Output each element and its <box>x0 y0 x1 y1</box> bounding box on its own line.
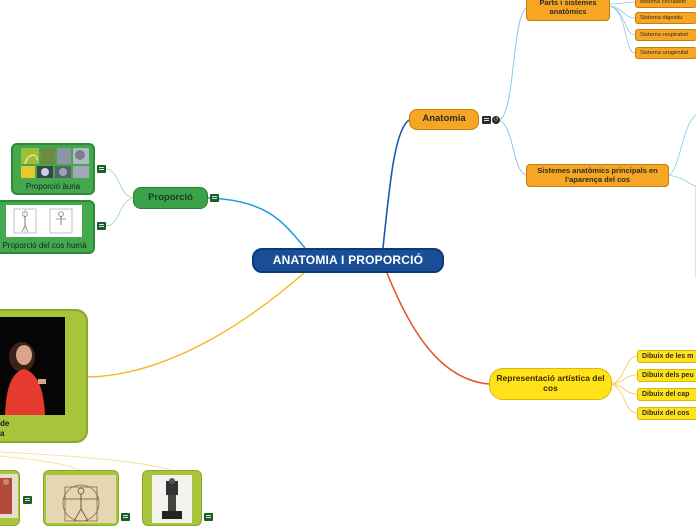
video-caption-line2: a <box>0 429 5 438</box>
leaf-dibuix-mans[interactable]: Dibuix de les m <box>637 350 696 363</box>
caption-proporcio-auria: Proporció àuria <box>25 182 81 191</box>
video-node[interactable]: de a <box>0 309 88 443</box>
topic-representacio-artistica[interactable]: Representació artística del cos <box>489 368 612 400</box>
video-caption-line1: de <box>0 419 10 428</box>
subtopic-parts-sistemes[interactable]: Parts i sistemes anatòmics <box>526 0 610 21</box>
note-icon[interactable] <box>204 513 213 521</box>
link-icon[interactable]: ↺ <box>492 116 500 124</box>
leaf-dibuix-cap[interactable]: Dibuix del cap <box>637 388 696 401</box>
note-icon[interactable] <box>121 513 130 521</box>
leaf-dibuix-cos[interactable]: Dibuix del cos <box>637 407 696 420</box>
leaf-sistema-respiratori[interactable]: Sistema respiratori <box>635 29 696 41</box>
body-proportion-sketch <box>6 205 82 237</box>
image-node-proporcio-cos-huma[interactable]: Proporció del cos humà <box>0 200 95 254</box>
central-topic[interactable]: ANATOMIA I PROPORCIÓ <box>252 248 444 273</box>
image-node-proporcio-auria[interactable]: Proporció àuria <box>11 143 95 195</box>
topic-proporcio[interactable]: Proporció <box>133 187 208 209</box>
leaf-sistema-digestiu[interactable]: Sistema digestiu <box>635 12 696 24</box>
leaf-sistema-circulatori[interactable]: sistema circulatori <box>635 0 696 8</box>
leaf-sistema-urogenital[interactable]: Sistema urogenital <box>635 47 696 59</box>
vitruvian-man-image <box>46 475 116 523</box>
anatomical-figure-image <box>0 474 18 518</box>
image-node-anatomical-figure[interactable] <box>0 470 20 526</box>
note-icon[interactable] <box>97 222 106 230</box>
note-icon[interactable] <box>210 194 219 202</box>
video-thumbnail[interactable] <box>0 317 65 415</box>
note-icon[interactable] <box>23 496 32 504</box>
note-icon[interactable] <box>482 116 491 124</box>
figure-sketch-image <box>152 475 192 523</box>
caption-proporcio-cos-huma: Proporció del cos humà <box>2 241 87 250</box>
subtopic-sistemes-principals[interactable]: Sistemes anatòmics principals en l’apare… <box>526 164 669 187</box>
image-node-vitruvian-man[interactable] <box>43 470 119 526</box>
leaf-dibuix-peus[interactable]: Dibuix dels peu <box>637 369 696 382</box>
presenter-image <box>0 317 65 415</box>
fibonacci-images <box>21 148 89 178</box>
note-icon[interactable] <box>97 165 106 173</box>
image-node-figure-sketch[interactable] <box>142 470 202 526</box>
topic-anatomia[interactable]: Anatomia <box>409 109 479 130</box>
video-caption: de a <box>0 419 9 439</box>
